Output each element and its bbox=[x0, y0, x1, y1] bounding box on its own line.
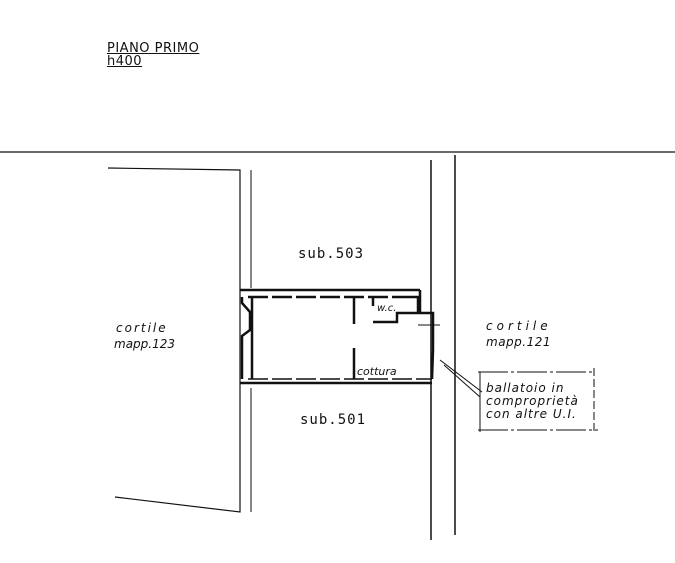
unit-north-label: sub.503 bbox=[298, 246, 365, 262]
west-courtyard-label: cortile mapp.123 bbox=[114, 320, 175, 352]
apartment-walls bbox=[240, 288, 440, 385]
unit-south-label: sub.501 bbox=[300, 412, 367, 428]
east-courtyard-parcel: mapp.121 bbox=[486, 335, 551, 349]
kitchen-label: cottura bbox=[357, 365, 397, 378]
west-courtyard-parcel: mapp.123 bbox=[114, 337, 175, 351]
note-frame bbox=[478, 368, 598, 434]
west-courtyard-outline bbox=[107, 167, 241, 513]
west-courtyard-name: cortile bbox=[116, 321, 168, 335]
east-courtyard-label: cortile mapp.121 bbox=[486, 318, 552, 350]
note-line-2: comproprietà bbox=[486, 394, 579, 408]
shared-balcony-note: ballatoio in comproprietà con altre U.I. bbox=[486, 382, 579, 421]
note-line-1: ballatoio in bbox=[486, 381, 565, 395]
page-title: PIANO PRIMO h400 bbox=[107, 42, 199, 68]
east-courtyard-name: cortile bbox=[486, 319, 552, 333]
wc-label: w.c. bbox=[377, 303, 397, 314]
note-line-3: con altre U.I. bbox=[486, 407, 577, 421]
height-label: h400 bbox=[107, 54, 143, 69]
floor-label: PIANO PRIMO bbox=[107, 41, 200, 56]
